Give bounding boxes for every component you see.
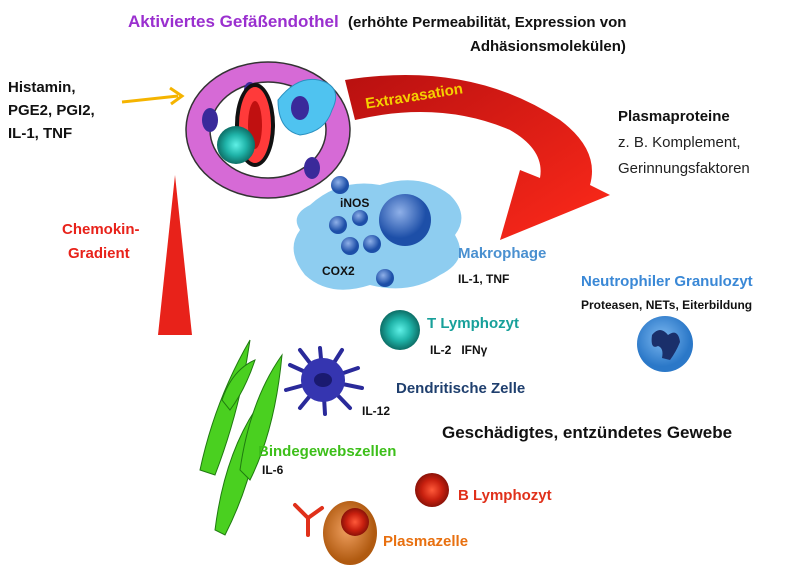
fibroblast-cytokines: IL-6 [262,463,284,477]
macrophage-cytokines: IL-1, TNF [458,272,510,286]
mediator-prostaglandins: PGE2, PGI2, [8,102,95,119]
macrophage-icon [293,176,462,290]
t-lymphocyte-label: T Lymphozyt [427,315,519,332]
fibroblast-icon [199,339,283,536]
title-detail-line1: (erhöhte Permeabilität, Expression von [348,14,627,31]
antibody-icon [293,503,324,537]
neutrophil-functions: Proteasen, NETs, Eiterbildung [581,298,753,312]
plasma-line2: Gerinnungsfaktoren [618,160,750,177]
inos-label: iNOS [340,196,370,210]
chemokine-label-1: Chemokin- [62,221,140,238]
blood-vessel-icon [185,61,351,199]
extravasation-arrow-icon [345,75,610,240]
fibroblast-label: Bindegewebszellen [258,443,397,460]
mediator-cytokines: IL-1, TNF [8,125,73,142]
chemokine-gradient-triangle [158,175,192,335]
plasma-line1: z. B. Komplement, [618,134,741,151]
macrophage-label: Makrophage [458,245,547,262]
title-main: Aktiviertes Gefäßendothel [128,12,339,31]
neutrophil-icon [637,316,693,372]
dendritic-cell-icon [284,346,364,416]
t-lymphocyte-cytokines: IL-2 IFNγ [430,343,488,357]
t-lymphocyte-icon [380,310,420,350]
plasma-title: Plasmaproteine [618,108,730,125]
neutrophil-label: Neutrophiler Granulozyt [581,273,753,290]
plasma-cell-icon [323,501,377,565]
cox2-label: COX2 [322,264,355,278]
dendritic-cell-cytokines: IL-12 [362,404,391,418]
tissue-label: Geschädigtes, entzündetes Gewebe [442,423,733,442]
b-lymphocyte-icon [415,473,449,507]
title-detail-line2: Adhäsionsmolekülen) [470,38,626,55]
chemokine-label-2: Gradient [68,245,130,262]
mediator-histamine: Histamin, [8,79,76,96]
b-lymphocyte-label: B Lymphozyt [458,487,552,504]
plasma-cell-label: Plasmazelle [383,533,469,550]
mediators: Histamin, PGE2, PGI2, IL-1, TNF [8,76,95,145]
dendritic-cell-label: Dendritische Zelle [396,380,526,397]
stimulus-arrow-icon [121,86,185,106]
